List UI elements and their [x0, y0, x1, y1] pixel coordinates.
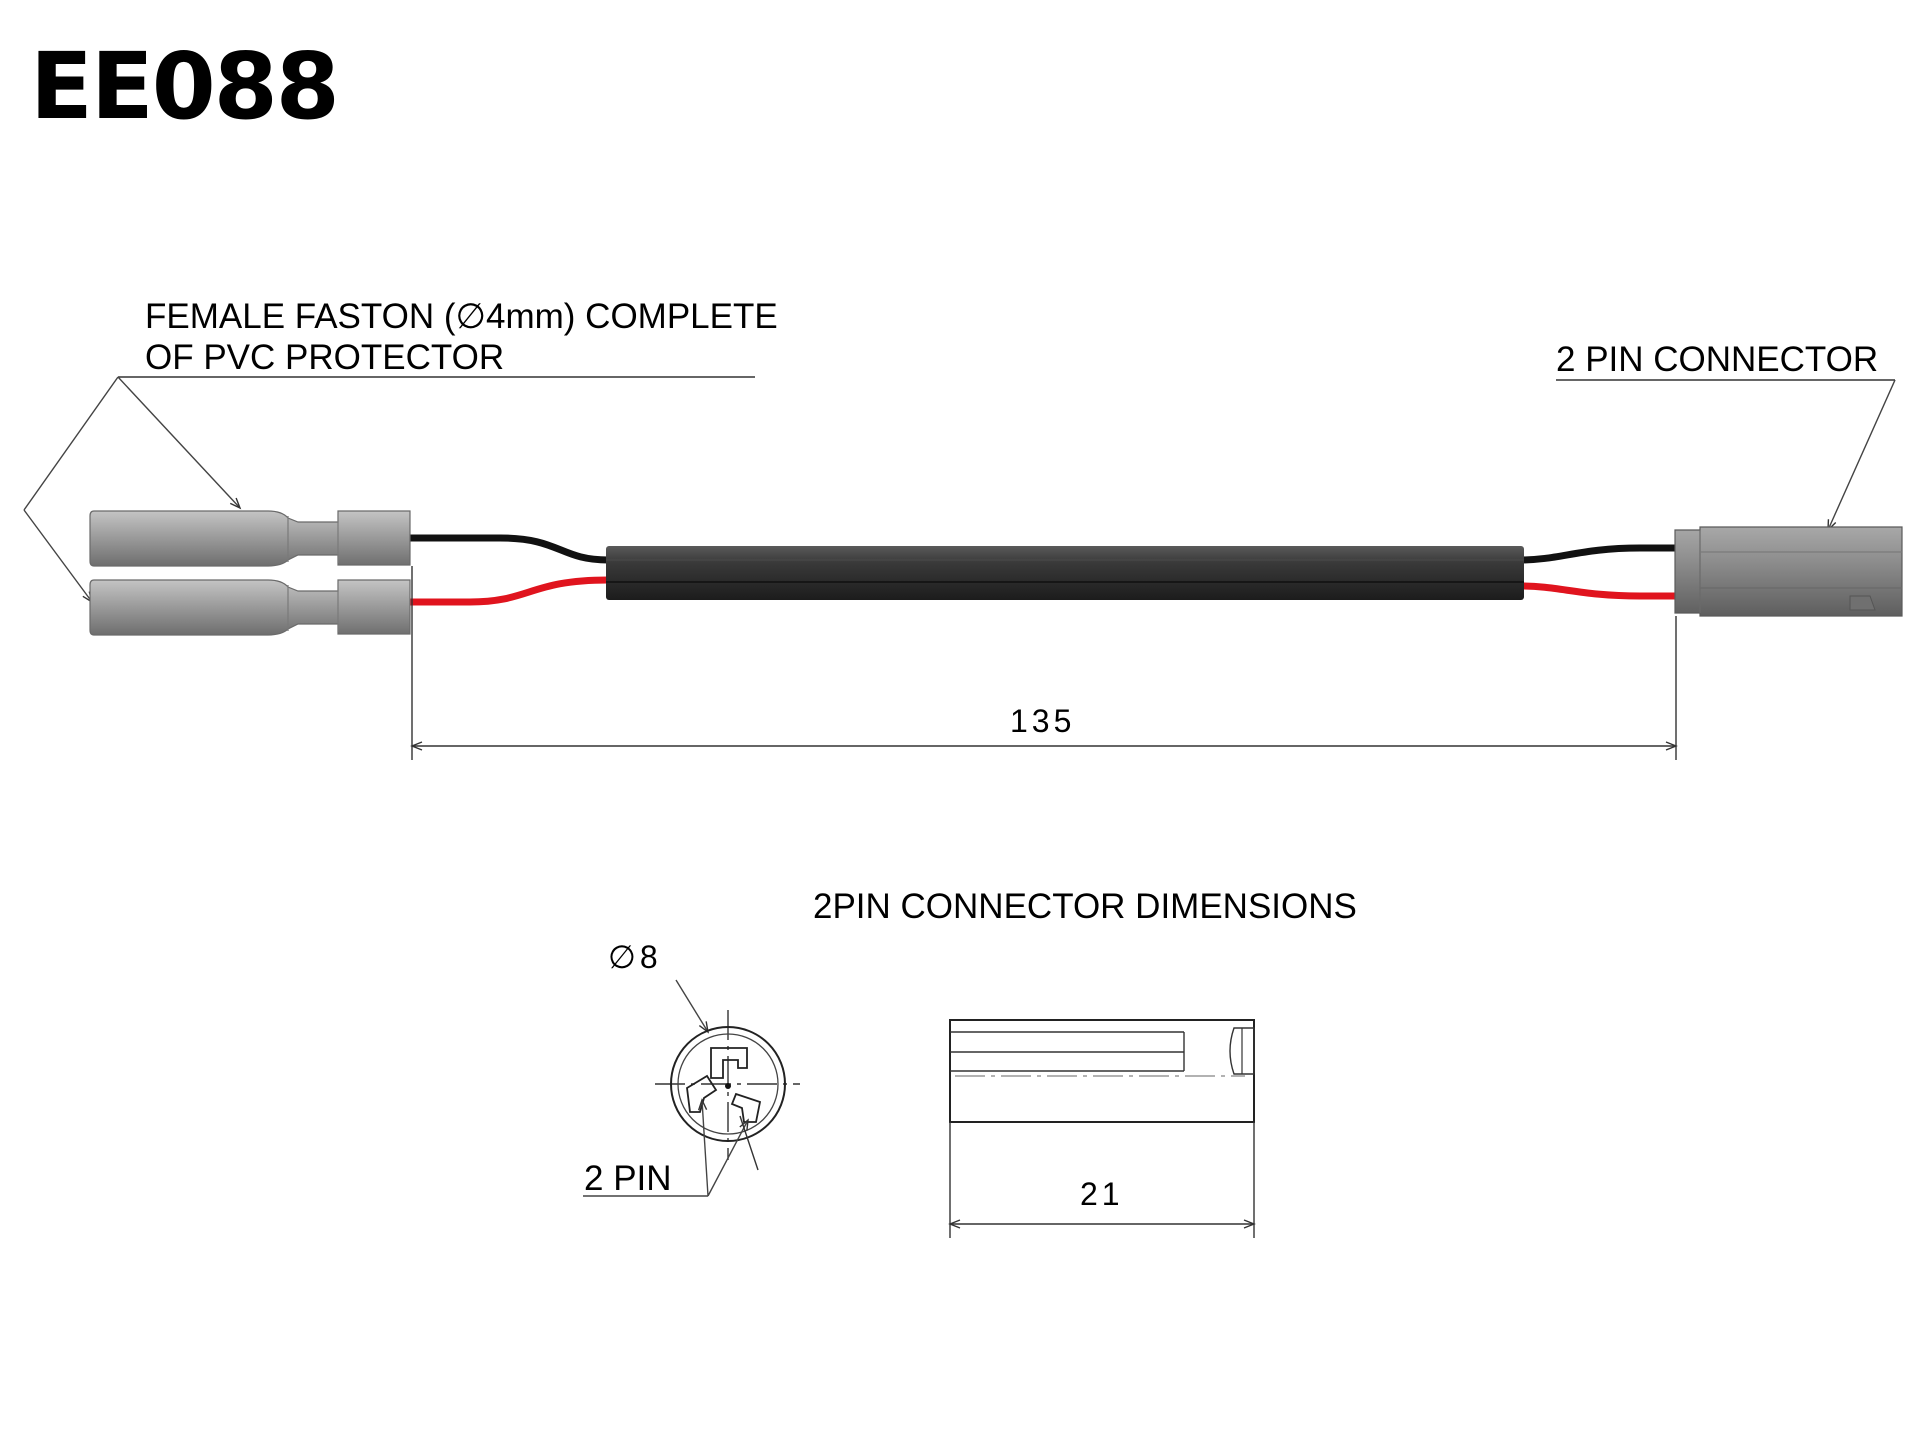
- connector-length-value: 21: [1080, 1176, 1124, 1212]
- faston-label-line2: OF PVC PROTECTOR: [145, 338, 504, 377]
- faston-terminal-top: [89, 510, 411, 567]
- cable-sheath: [606, 546, 1524, 600]
- cable-length-value: 135: [1010, 703, 1075, 739]
- product-code-title: EE088: [30, 33, 338, 140]
- connector-leader-line: [1827, 379, 1896, 532]
- two-pin-connector: [1674, 526, 1903, 617]
- cable-length-dimension: [410, 566, 1678, 760]
- wires: [410, 534, 1678, 606]
- connector-front-view: [655, 1010, 800, 1160]
- pin-leader-lines: [583, 1098, 759, 1197]
- red-wire-right: [1519, 582, 1678, 600]
- diameter-label: ∅8: [608, 939, 662, 975]
- faston-label-line1: FEMALE FASTON (∅4mm) COMPLETE: [145, 297, 778, 336]
- black-wire-right: [1519, 544, 1678, 564]
- red-wire-left: [410, 576, 610, 606]
- faston-leader-lines: [23, 376, 242, 604]
- black-wire-left: [410, 534, 610, 564]
- pin-count-label: 2 PIN: [584, 1159, 672, 1198]
- connector-label: 2 PIN CONNECTOR: [1556, 340, 1878, 379]
- connector-length-dimension: [948, 1122, 1256, 1238]
- faston-terminal-bottom: [89, 579, 411, 636]
- connector-side-view: [949, 1019, 1255, 1123]
- diameter-leader: [675, 979, 709, 1034]
- connector-dimensions-title: 2PIN CONNECTOR DIMENSIONS: [813, 887, 1357, 926]
